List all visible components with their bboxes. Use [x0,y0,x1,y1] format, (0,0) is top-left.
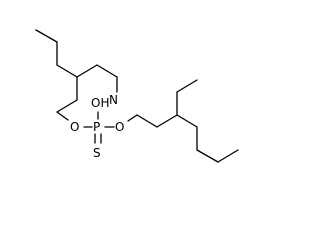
bond-o-ch2-right [127,114,138,122]
hydroxyl-label: OH [91,96,109,110]
bond-right-1 [156,114,178,128]
bond-right-2 [176,114,198,128]
phosphorus-label: P [93,120,100,134]
bond-ch2-right [136,114,158,128]
bond-branch-1 [76,64,98,78]
sulfur-label: S [93,146,101,160]
bond-branch-2 [96,64,118,78]
bond-ch2-o-left [56,111,69,121]
bond-right-4 [196,149,219,163]
nitrogen-label: N [109,93,118,107]
oxygen-left-label: O [70,120,79,134]
bond-chain-3 [56,64,78,78]
oxygen-right-label: O [115,120,124,134]
bond-right-5 [217,149,239,163]
background [0,0,266,216]
bond-chain-1 [35,29,58,43]
molecule-structure: O P O OH S N [0,0,266,216]
bond-right-ethyl-2 [176,79,198,93]
bond-ch2-left [56,99,78,113]
